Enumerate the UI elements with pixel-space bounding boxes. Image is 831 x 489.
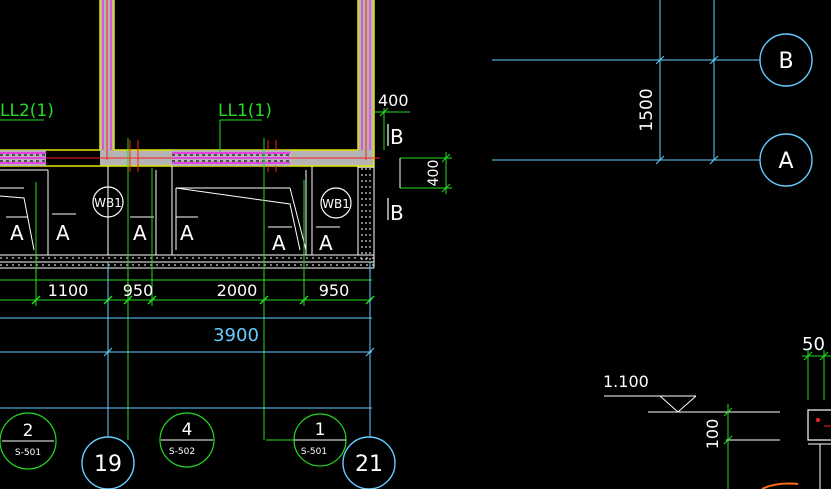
corner-detail-box: [807, 409, 831, 489]
section-marks: [6, 213, 340, 228]
section-mark-a-2: A: [56, 221, 70, 245]
detail-callout-1[interactable]: 1 S-501: [293, 413, 347, 467]
axis-lines-ab: [492, 0, 760, 165]
svg-text:S-501: S-501: [15, 448, 41, 458]
svg-text:WB1: WB1: [322, 197, 350, 211]
dim-950-a[interactable]: 950: [123, 281, 154, 300]
section-b-2: B: [390, 201, 404, 225]
section-b-1: B: [390, 125, 404, 149]
svg-text:19: 19: [94, 452, 122, 477]
svg-text:21: 21: [355, 452, 383, 477]
beam-label-ll1[interactable]: LL1(1): [218, 101, 272, 121]
axis-bubble-b[interactable]: B: [759, 33, 813, 87]
elevation-1100[interactable]: 1.100: [603, 372, 649, 391]
green-tick-marks: [31, 295, 375, 305]
elevation-symbol: [604, 395, 780, 441]
axis-bubble-a[interactable]: A: [759, 133, 813, 187]
dim-400-top-lines: [374, 107, 410, 150]
dim-50-lines: [802, 350, 831, 400]
svg-text:S-502: S-502: [169, 447, 195, 457]
dim-50[interactable]: 50: [802, 334, 825, 355]
dim-100[interactable]: 100: [703, 419, 722, 450]
axis-bubble-21[interactable]: 21: [342, 436, 396, 489]
svg-text:1: 1: [315, 420, 326, 440]
dim-2000[interactable]: 2000: [217, 281, 258, 300]
dim-400-top[interactable]: 400: [378, 91, 409, 110]
section-mark-a-6: A: [319, 231, 333, 255]
svg-text:2: 2: [23, 421, 34, 441]
beam-label-ll2[interactable]: LL2(1): [0, 101, 54, 121]
detail-callout-2[interactable]: 2 S-501: [0, 412, 57, 470]
section-mark-a-3: A: [133, 221, 147, 245]
wb1-tag-1[interactable]: WB1: [92, 186, 124, 218]
dim-100-lines: [723, 404, 733, 489]
beam-label-leaders: [0, 119, 262, 152]
svg-text:S-501: S-501: [301, 447, 327, 457]
orange-curve: [761, 482, 799, 489]
svg-text:WB1: WB1: [94, 196, 122, 210]
svg-text:4: 4: [182, 420, 193, 440]
red-axis-lines: [0, 0, 380, 172]
dim-400-side-lines: [399, 152, 452, 194]
section-mark-a-4: A: [180, 221, 194, 245]
axis-bubble-19[interactable]: 19: [81, 436, 135, 489]
detail-callout-4[interactable]: 4 S-502: [159, 412, 215, 468]
wall-edges: [0, 0, 375, 167]
dim-1100[interactable]: 1100: [48, 281, 89, 300]
wall-fills: [100, 0, 374, 168]
dim-3900[interactable]: 3900: [213, 325, 259, 346]
dim-950-b[interactable]: 950: [319, 281, 350, 300]
svg-text:B: B: [778, 49, 793, 74]
green-dimension-lines: [0, 138, 372, 441]
wb1-tag-2[interactable]: WB1: [320, 187, 352, 219]
section-mark-a-5: A: [272, 231, 286, 255]
section-mark-a-1: A: [10, 221, 24, 245]
wall-magenta-lines: [102, 0, 371, 150]
coupling-beam-hatch: [0, 150, 290, 166]
slab-outline: [0, 166, 375, 269]
dim-3900-lines: [0, 262, 375, 440]
dim-1500[interactable]: 1500: [637, 88, 657, 131]
dim-400-side[interactable]: 400: [426, 160, 442, 187]
slab-span-diagrams: [0, 187, 307, 251]
svg-text:A: A: [778, 149, 793, 174]
dotted-band: [0, 168, 374, 266]
